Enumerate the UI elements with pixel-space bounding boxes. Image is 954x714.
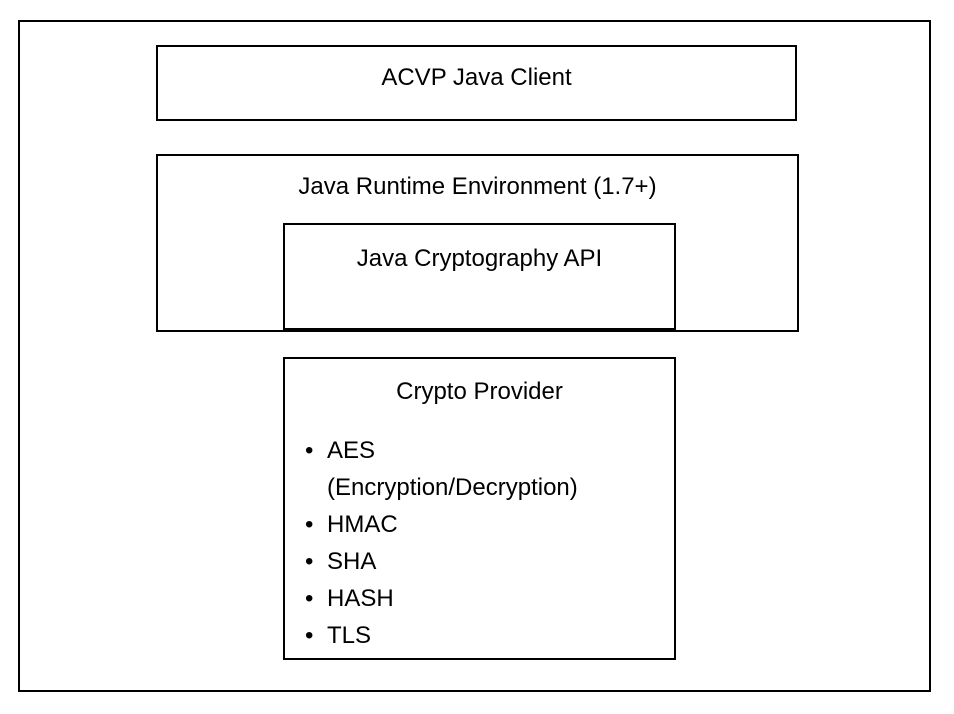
list-item-continuation: (Encryption/Decryption) [305,469,674,506]
crypto-provider-title: Crypto Provider [396,378,563,405]
bullet-icon: • [305,584,314,612]
bullet-icon: • [305,436,314,464]
list-item: • HMAC [305,506,674,543]
java-cryptography-api-label: Java Cryptography API [356,245,603,272]
list-item-label: SHA [327,547,377,575]
list-item-label: HMAC [327,510,398,538]
list-item: • TLS [305,617,674,654]
list-item-label: TLS [327,621,372,649]
list-item-label: (Encryption/Decryption) [327,473,578,501]
list-item: • HASH [305,580,674,617]
acvp-java-client-label: ACVP Java Client [381,64,572,91]
list-item-label: HASH [327,584,394,612]
diagram-outer-frame [18,20,931,692]
java-cryptography-api-box: Java Cryptography API [283,223,676,330]
acvp-java-client-box: ACVP Java Client [156,45,797,121]
bullet-icon: • [305,621,314,649]
java-runtime-environment-label: Java Runtime Environment (1.7+) [298,173,657,200]
crypto-provider-box: Crypto Provider • AES (Encryption/Decryp… [283,357,676,660]
bullet-icon: • [305,510,314,538]
list-item: • SHA [305,543,674,580]
crypto-provider-list: • AES (Encryption/Decryption) • HMAC • S… [285,432,674,654]
bullet-icon: • [305,547,314,575]
list-item: • AES [305,432,674,469]
list-item-label: AES [327,436,376,464]
